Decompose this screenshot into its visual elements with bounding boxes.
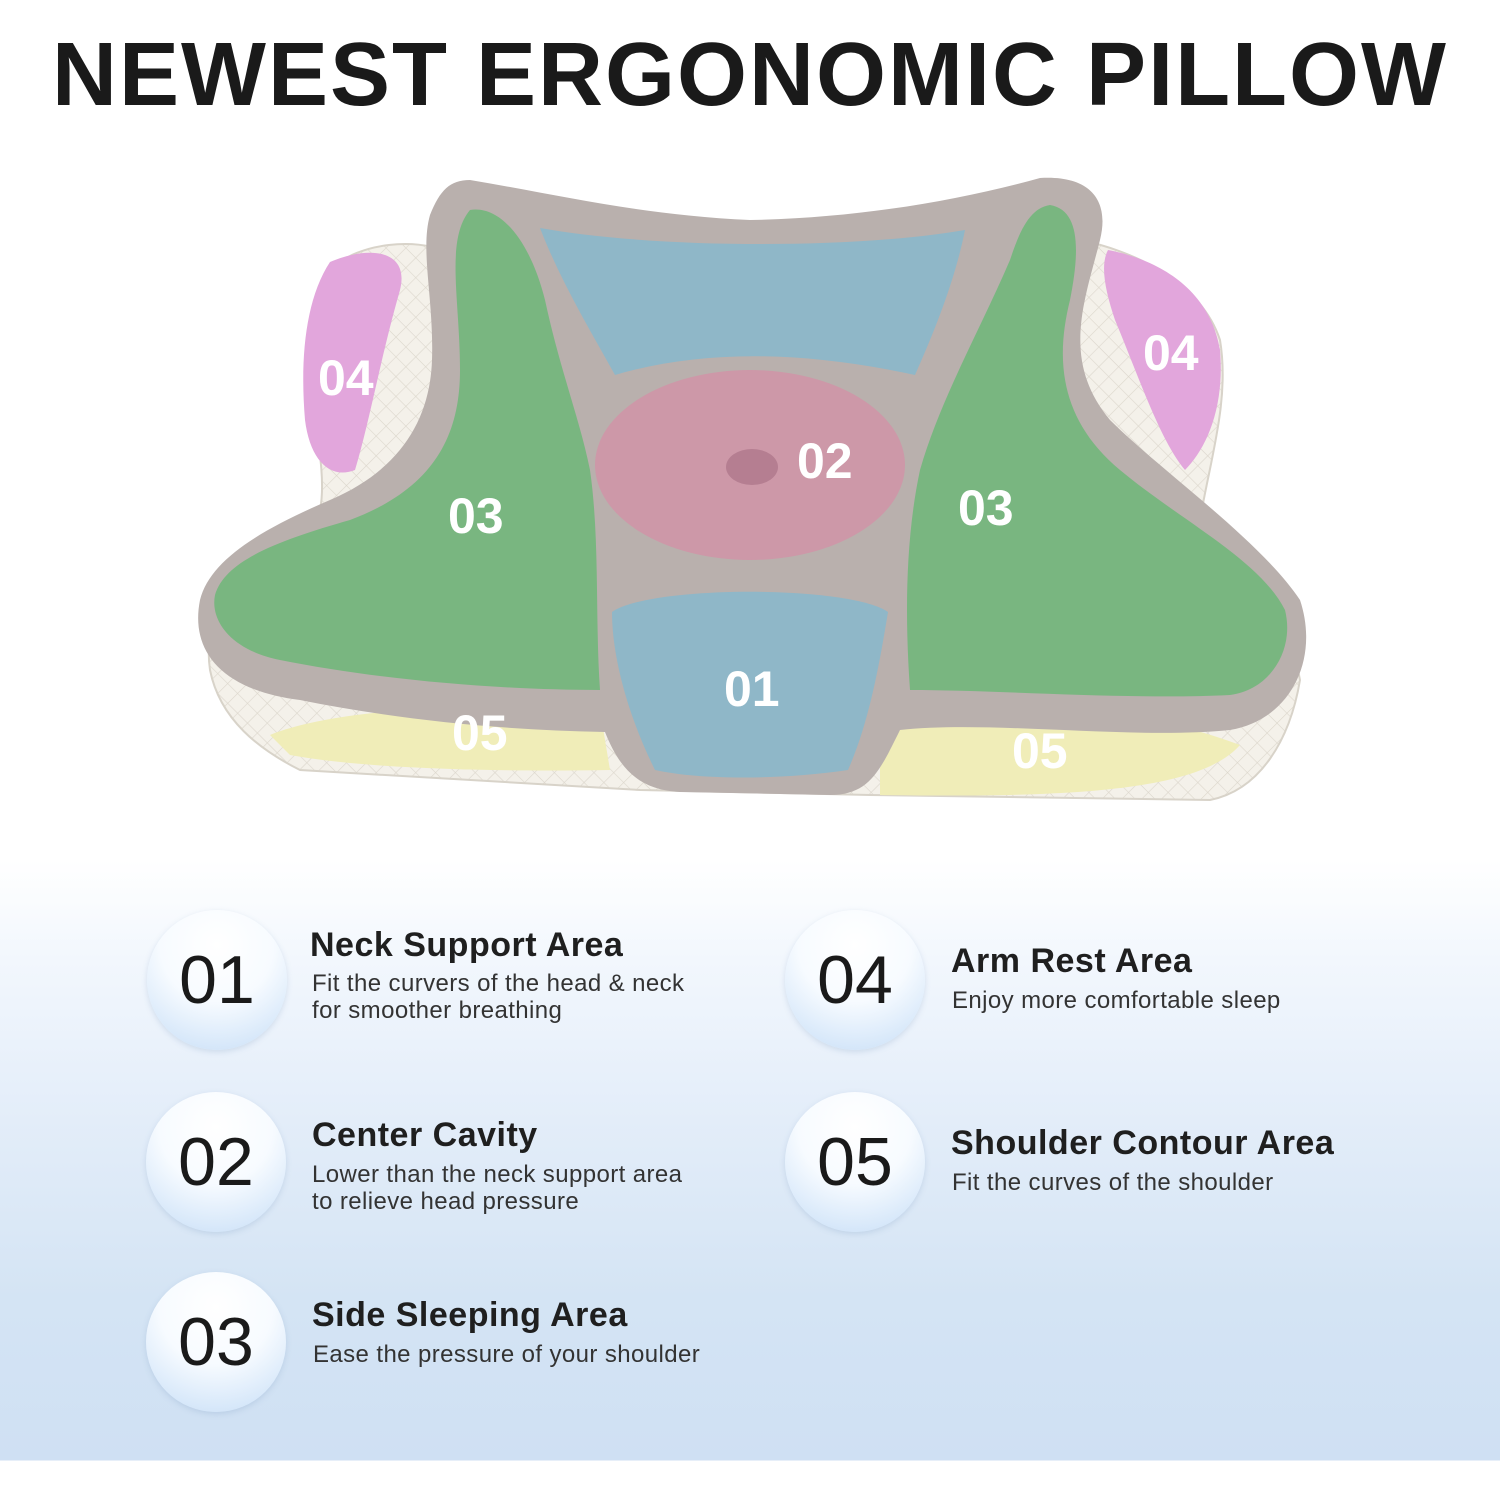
feature-desc-shoulder-contour: Fit the curves of the shoulder xyxy=(952,1169,1274,1196)
zone-neck-top xyxy=(540,228,965,375)
zone-side-left xyxy=(214,209,600,690)
pillow-diagram: 04 04 02 03 03 01 05 05 xyxy=(0,150,1500,850)
cavity-dimple xyxy=(726,449,778,485)
feature-badge-02: 02 xyxy=(146,1092,286,1232)
feature-desc-center-cavity: Lower than the neck support area to reli… xyxy=(312,1161,683,1215)
feature-badge-05: 05 xyxy=(785,1092,925,1232)
feature-desc-neck-support: Fit the curvers of the head & neck for s… xyxy=(312,970,685,1024)
zone-label-03-left: 03 xyxy=(448,488,504,544)
zone-label-05-left: 05 xyxy=(452,705,508,761)
zone-label-04-right: 04 xyxy=(1143,325,1199,381)
feature-desc-side-sleeping: Ease the pressure of your shoulder xyxy=(313,1341,701,1368)
zone-label-05-right: 05 xyxy=(1012,723,1068,779)
feature-title-side-sleeping: Side Sleeping Area xyxy=(312,1296,628,1334)
feature-title-arm-rest: Arm Rest Area xyxy=(951,942,1193,980)
feature-badge-01: 01 xyxy=(147,910,287,1050)
zone-label-01: 01 xyxy=(724,661,780,717)
zone-arm-right xyxy=(1104,250,1221,470)
feature-badge-03: 03 xyxy=(146,1272,286,1412)
zone-neck-bottom xyxy=(612,591,888,778)
zone-side-right xyxy=(907,205,1288,697)
feature-title-neck-support: Neck Support Area xyxy=(310,926,624,964)
feature-title-shoulder-contour: Shoulder Contour Area xyxy=(951,1124,1335,1162)
feature-title-center-cavity: Center Cavity xyxy=(312,1116,538,1154)
feature-desc-arm-rest: Enjoy more comfortable sleep xyxy=(952,987,1281,1014)
zone-label-02: 02 xyxy=(797,433,853,489)
zone-arm-left xyxy=(303,252,402,473)
feature-badge-04: 04 xyxy=(785,910,925,1050)
zone-label-04-left: 04 xyxy=(318,350,374,406)
zone-label-03-right: 03 xyxy=(958,480,1014,536)
page-title: NEWEST ERGONOMIC PILLOW xyxy=(52,25,1448,125)
